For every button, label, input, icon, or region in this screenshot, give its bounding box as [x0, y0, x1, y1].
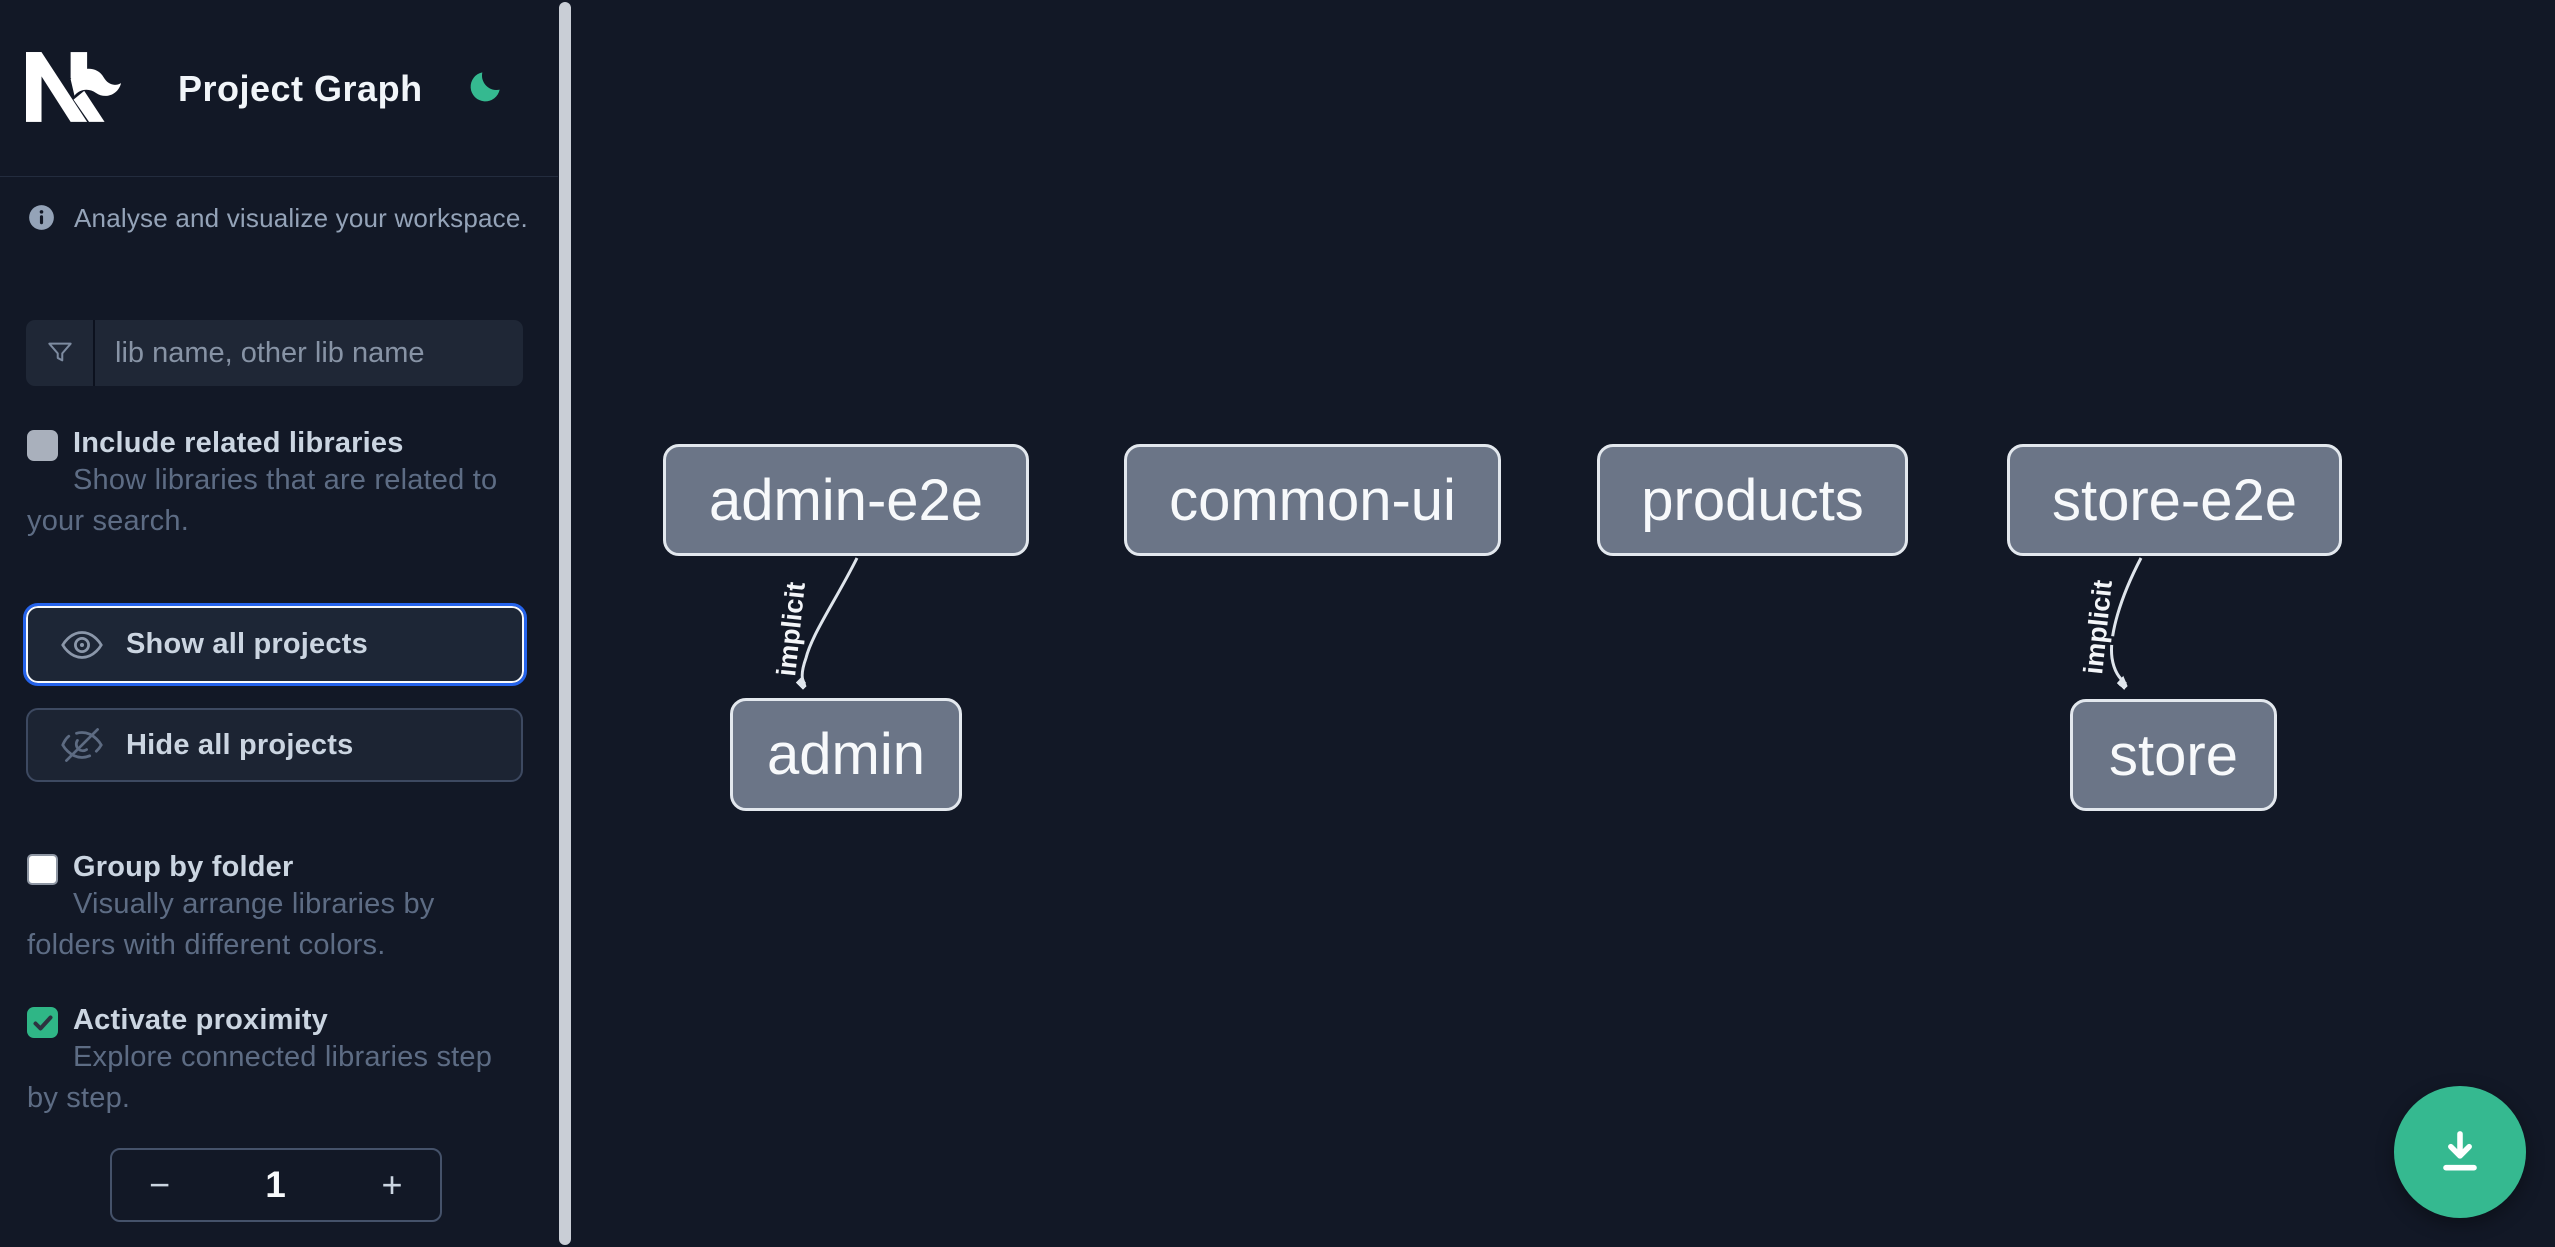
filter-icon-cell	[26, 320, 95, 386]
graph-node-store[interactable]: store	[2070, 699, 2277, 811]
check-icon	[33, 1015, 52, 1030]
group-by-folder-description: Visually arrange libraries by folders wi…	[27, 888, 435, 961]
group-by-folder-checkbox[interactable]	[27, 854, 58, 885]
nx-logo	[26, 52, 122, 122]
activate-proximity-description: Explore connected libraries step by step…	[27, 1041, 493, 1114]
include-related-label: Include related libraries	[73, 427, 404, 459]
include-related-row: Include related libraries Show libraries…	[27, 427, 527, 542]
download-icon	[2443, 1131, 2477, 1171]
group-by-folder-label: Group by folder	[73, 851, 294, 883]
search-box	[26, 320, 523, 386]
graph-canvas[interactable]	[573, 0, 2555, 1247]
eye-icon	[61, 630, 103, 659]
workspace-tagline-row: Analyse and visualize your workspace.	[28, 203, 528, 234]
theme-toggle-button[interactable]	[460, 60, 512, 112]
activate-proximity-label: Activate proximity	[73, 1004, 329, 1036]
hide-all-projects-label: Hide all projects	[126, 728, 354, 761]
include-related-description: Show libraries that are related to your …	[27, 464, 498, 537]
proximity-depth-stepper: − 1 +	[110, 1148, 442, 1222]
decrement-button[interactable]: −	[112, 1150, 207, 1220]
download-image-button[interactable]	[2394, 1086, 2526, 1218]
eye-off-icon	[61, 728, 103, 762]
sidebar: Project Graph Analyse and visualize your…	[0, 0, 558, 1247]
graph-node-products[interactable]: products	[1597, 444, 1908, 556]
sidebar-header: Project Graph	[0, 0, 558, 177]
include-related-checkbox[interactable]	[27, 430, 58, 461]
show-all-projects-button[interactable]: Show all projects	[23, 603, 527, 686]
tagline-text: Analyse and visualize your workspace.	[74, 203, 528, 233]
activate-proximity-checkbox[interactable]	[27, 1007, 58, 1038]
increment-button[interactable]: +	[344, 1150, 440, 1220]
filter-icon	[47, 342, 72, 362]
group-by-folder-row: Group by folder Visually arrange librari…	[27, 851, 527, 966]
sidebar-scrollbar-thumb[interactable]	[559, 2, 571, 1245]
graph-node-common-ui[interactable]: common-ui	[1124, 444, 1501, 556]
hide-all-projects-button[interactable]: Hide all projects	[26, 708, 523, 782]
info-icon	[29, 205, 54, 230]
activate-proximity-row: Activate proximity Explore connected lib…	[27, 1004, 527, 1119]
graph-node-store-e2e[interactable]: store-e2e	[2007, 444, 2342, 556]
search-input[interactable]	[95, 320, 523, 386]
sidebar-scrollbar	[558, 0, 573, 1247]
proximity-depth-value[interactable]: 1	[265, 1164, 286, 1205]
graph-node-admin[interactable]: admin	[730, 698, 962, 811]
graph-node-admin-e2e[interactable]: admin-e2e	[663, 444, 1029, 556]
page-title: Project Graph	[178, 68, 423, 109]
show-all-projects-label: Show all projects	[126, 628, 368, 660]
moon-icon	[470, 72, 500, 102]
